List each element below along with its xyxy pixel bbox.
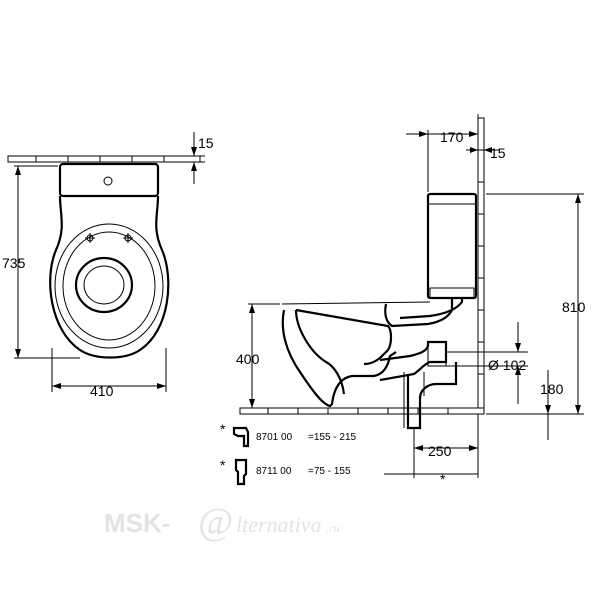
watermark-text: MSK- [104, 508, 170, 538]
accessory-2-range: =75 - 155 [308, 466, 351, 477]
side-view: 400 170 15 810 [236, 114, 586, 487]
front-wall [7, 155, 201, 163]
total-height-label: 810 [562, 299, 586, 315]
side-outlet-pipe [379, 340, 458, 430]
angled-connector-icon [232, 426, 250, 448]
seat-fixing-holes [85, 233, 133, 243]
dimension-pipe: Ø 102 180 [446, 322, 564, 440]
pipe-diameter-label: Ø 102 [488, 357, 526, 373]
dimension-735: 735 [2, 165, 80, 359]
accessory-1-marker: * [220, 421, 226, 437]
flush-button-icon [103, 176, 113, 186]
front-width-label: 410 [90, 383, 114, 399]
outlet-distance-note-marker: * [440, 471, 446, 487]
accessory-2-code: 8711 00 [256, 466, 292, 477]
outlet-distance-label: 250 [428, 443, 452, 459]
watermark-at-icon: @ [198, 501, 233, 543]
watermark-script: lternativa [236, 512, 322, 537]
side-cistern [426, 192, 478, 300]
outlet-height-label: 180 [540, 381, 564, 397]
seat-height-label: 400 [236, 351, 260, 367]
cistern-depth-label: 170 [440, 129, 464, 145]
front-cistern [58, 162, 160, 198]
front-seat-outer [54, 223, 164, 349]
straight-connector-icon [234, 458, 248, 486]
accessory-1-code: 8701 00 [256, 432, 293, 443]
accessory-2: * 8711 00 =75 - 155 [220, 457, 351, 486]
accessory-1: * 8701 00 =155 - 215 [220, 421, 357, 448]
front-height-label: 735 [2, 255, 26, 271]
side-wall [477, 117, 485, 415]
dimension-15-side: 15 [466, 140, 506, 172]
front-wall-label: 15 [198, 135, 214, 151]
side-wall-label: 15 [490, 145, 506, 161]
watermark-logo: MSK- @ lternativa .ru [104, 501, 340, 543]
dimension-410: 410 [51, 348, 167, 399]
front-bowl-outline [49, 195, 170, 359]
dimension-400: 400 [236, 303, 280, 408]
side-seat [281, 301, 431, 305]
side-bowl-outline [281, 309, 397, 408]
dimension-250: 250 * [384, 414, 479, 487]
front-bowl-opening [74, 256, 134, 314]
front-view: 735 410 15 [2, 132, 214, 399]
watermark-suffix: .ru [326, 521, 340, 535]
side-floor [239, 407, 485, 415]
dimension-15-front: 15 [188, 132, 214, 184]
accessory-2-marker: * [220, 457, 226, 473]
accessory-1-range: =155 - 215 [308, 432, 357, 443]
dimension-810: 810 [486, 193, 586, 415]
dimension-170: 170 [406, 114, 479, 192]
